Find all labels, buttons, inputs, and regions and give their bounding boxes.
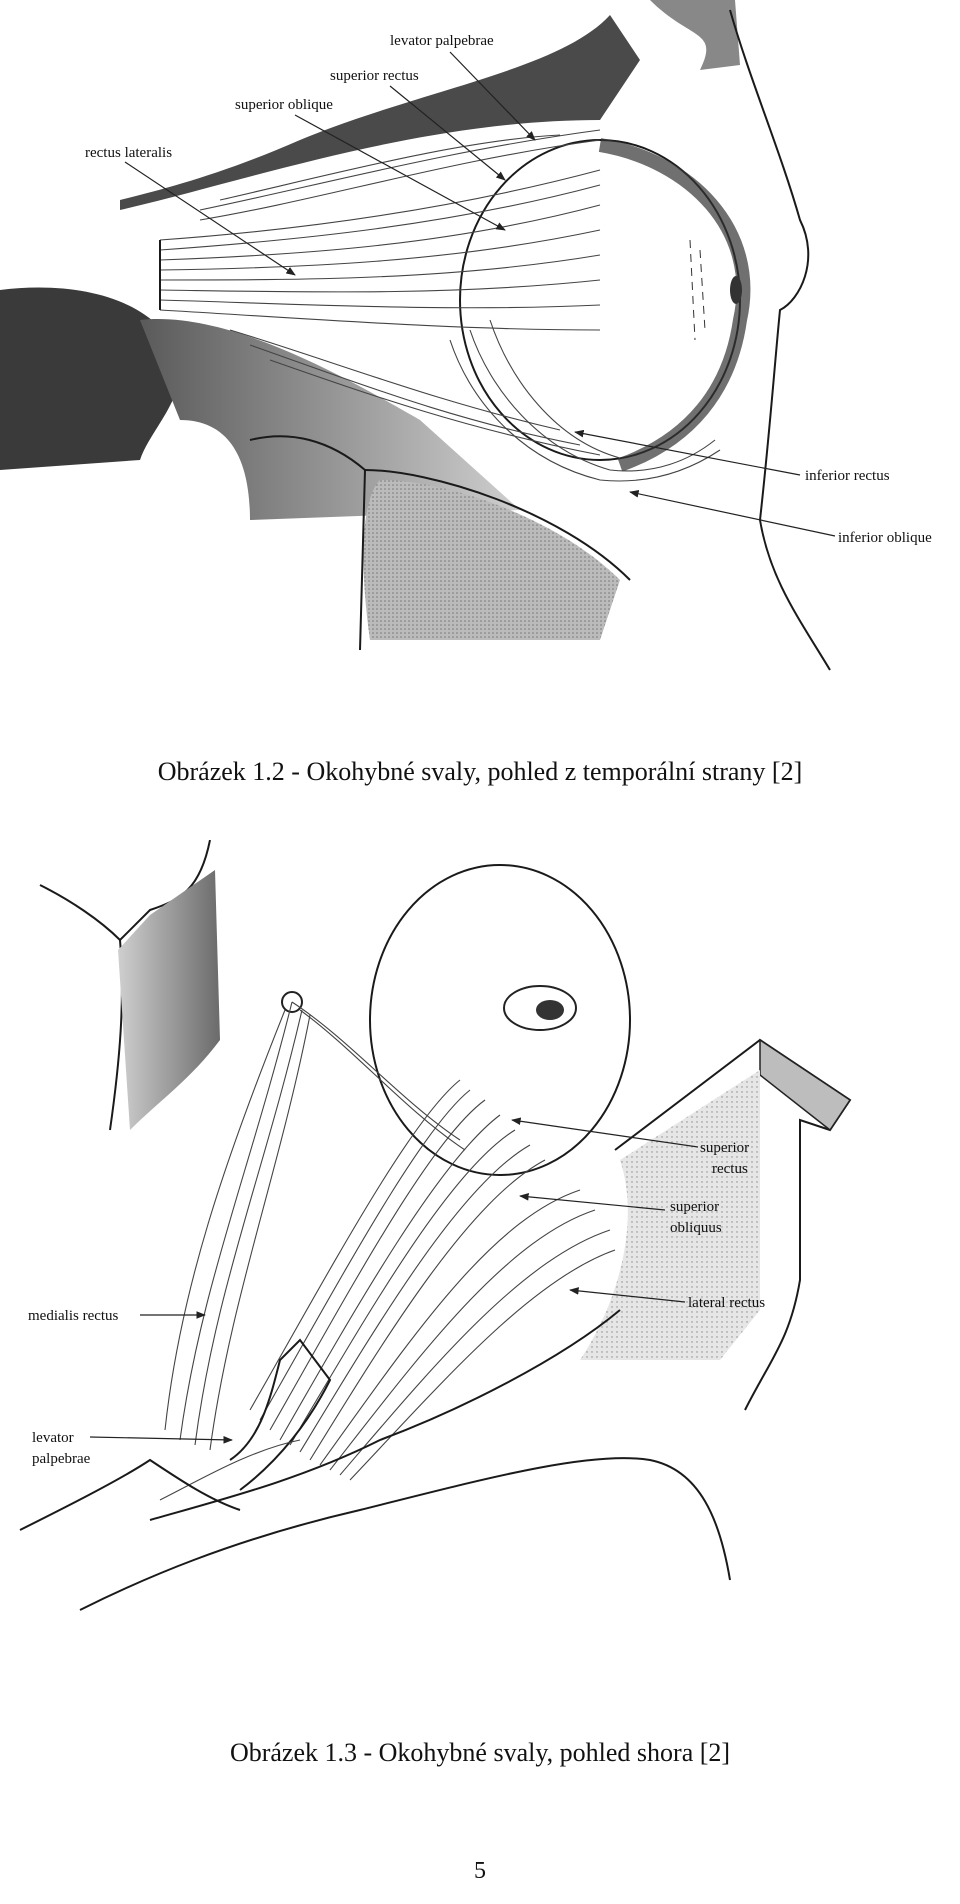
label-levator-line1: levator <box>32 1430 74 1446</box>
label-superior-oblique: superior oblique <box>235 97 333 113</box>
label-inferior-rectus: inferior rectus <box>805 468 890 484</box>
label-superior-rectus-line2: rectus <box>712 1161 748 1177</box>
muscle-bundles <box>159 129 721 482</box>
eyeball <box>459 138 751 472</box>
page-number: 5 <box>474 1858 486 1884</box>
label-medialis-rectus: medialis rectus <box>28 1308 119 1324</box>
orbit-wall-lateral <box>580 1038 852 1411</box>
eyeball <box>281 864 631 1176</box>
label-superior-rectus-line1: superior <box>700 1140 749 1156</box>
figure-temporal-view: levator palpebrae superior rectus superi… <box>0 0 932 671</box>
figure-caption: Obrázek 1.3 - Okohybné svaly, pohled sho… <box>229 1738 731 1767</box>
orbit-bone-upper <box>120 0 740 210</box>
face-profile <box>729 9 831 671</box>
label-superior-obliquus-line2: obliquus <box>670 1220 722 1236</box>
skin-outline <box>19 1457 731 1611</box>
labels-figure1: levator palpebrae superior rectus superi… <box>85 33 932 546</box>
label-inferior-oblique: inferior oblique <box>838 530 932 546</box>
orbit-wall-medial <box>39 840 220 1131</box>
label-rectus-lateralis: rectus lateralis <box>85 145 172 161</box>
label-levator-palpebrae: levator palpebrae <box>390 33 494 49</box>
label-superior-obliquus-line1: superior <box>670 1199 719 1215</box>
figure-superior-view: superior rectus superior obliquus latera… <box>19 840 852 1611</box>
orbit-bone-lower <box>0 287 631 651</box>
muscle-bundles <box>149 1001 621 1521</box>
labels-figure2: superior rectus superior obliquus latera… <box>28 1117 765 1467</box>
label-superior-rectus: superior rectus <box>330 68 419 84</box>
figure-caption: Obrázek 1.2 - Okohybné svaly, pohled z t… <box>157 757 803 786</box>
label-levator-line2: palpebrae <box>32 1451 91 1467</box>
label-lateral-rectus: lateral rectus <box>688 1295 765 1311</box>
